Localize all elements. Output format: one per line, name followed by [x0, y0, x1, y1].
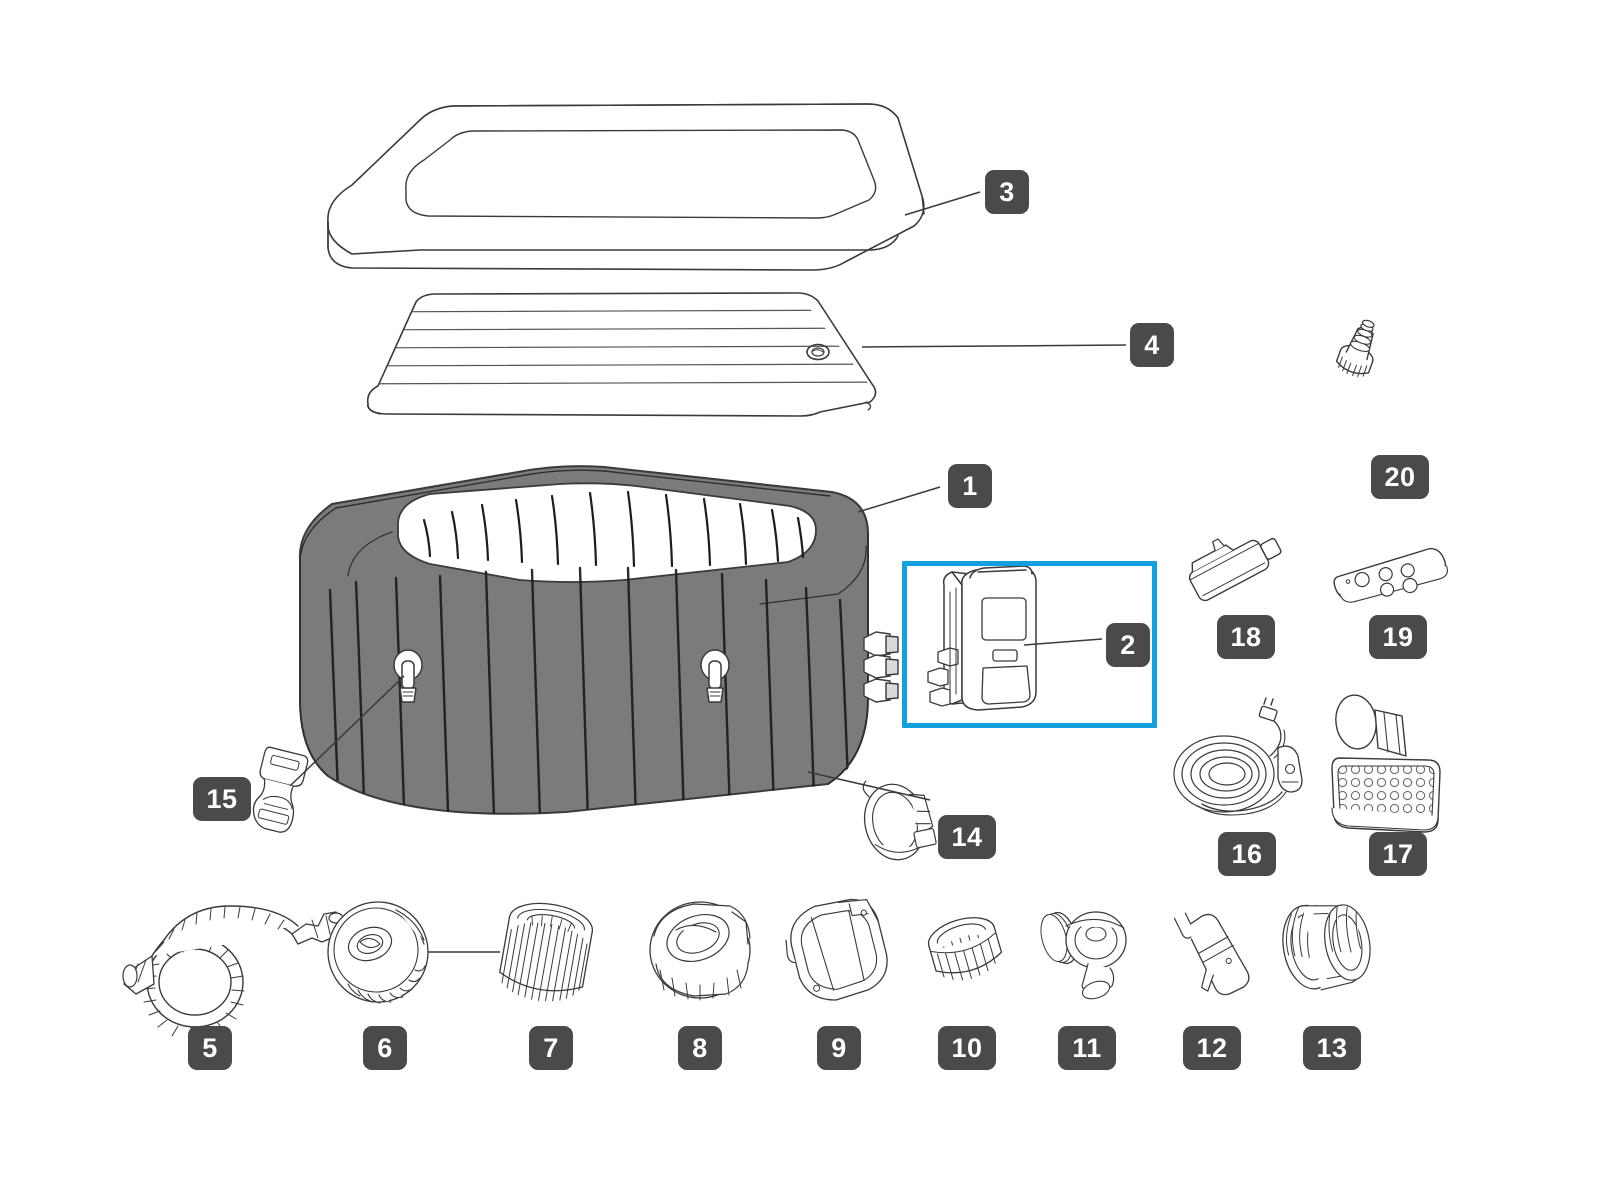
part-number-badge-10[interactable]: 10 [938, 1026, 996, 1070]
part-number-badge-6[interactable]: 6 [363, 1026, 407, 1070]
part-number-badge-2[interactable]: 2 [1106, 623, 1150, 667]
part-10-threaded-lock-nut [927, 917, 1003, 981]
part-number-badge-13[interactable]: 13 [1303, 1026, 1361, 1070]
part-number-badge-9[interactable]: 9 [817, 1026, 861, 1070]
part-2-pump-unit [927, 565, 1037, 711]
part-11-outlet-valve-elbow [1040, 911, 1127, 1000]
part-number-badge-17[interactable]: 17 [1369, 832, 1427, 876]
part-18-rcd-plug [1188, 537, 1282, 602]
part-number-badge-1[interactable]: 1 [948, 464, 992, 508]
leader-lines [289, 191, 1127, 953]
part-number-badge-11[interactable]: 11 [1058, 1026, 1116, 1070]
leader-line-14 [807, 771, 931, 801]
highlight-box-part-2[interactable] [902, 561, 1157, 728]
part-number-badge-19[interactable]: 19 [1369, 615, 1427, 659]
part-number-badge-20[interactable]: 20 [1371, 455, 1429, 499]
tub-valve-front-left [393, 649, 423, 703]
leader-line-3 [904, 191, 981, 216]
part-number-badge-15[interactable]: 15 [193, 777, 251, 821]
part-4-inflatable-cover [366, 292, 877, 417]
part-12-valve-wrench-tool [1173, 912, 1250, 996]
leader-line-2 [1023, 638, 1103, 646]
part-17-headrest-pillow [1331, 694, 1441, 833]
part-13-air-jet-connector [1282, 904, 1371, 991]
cover-valve-icon [806, 343, 830, 361]
part-7-filter-cartridge [499, 902, 594, 1002]
part-number-badge-5[interactable]: 5 [188, 1026, 232, 1070]
part-20-threaded-valve-adapter [1335, 319, 1375, 377]
part-number-badge-12[interactable]: 12 [1183, 1026, 1241, 1070]
part-15-side-release-buckle [252, 746, 309, 833]
part-16-power-cord [1173, 697, 1303, 816]
part-number-badge-3[interactable]: 3 [985, 170, 1029, 214]
part-14-hose-clamp-ring [862, 780, 937, 861]
part-1-tub-body [298, 465, 899, 815]
part-number-badge-7[interactable]: 7 [529, 1026, 573, 1070]
part-number-badge-18[interactable]: 18 [1217, 615, 1275, 659]
part-number-badge-4[interactable]: 4 [1130, 323, 1174, 367]
part-8-filter-base-housing [649, 901, 751, 1001]
leader-line-1 [857, 486, 941, 513]
part-5-inflation-hose [122, 905, 344, 1040]
part-number-badge-14[interactable]: 14 [938, 815, 996, 859]
leader-line-15 [289, 675, 405, 787]
part-number-badge-8[interactable]: 8 [678, 1026, 722, 1070]
part-19-remote-control [1333, 547, 1448, 603]
part-3-outer-cover-lid [327, 103, 925, 271]
part-9-pump-inlet-bracket [785, 898, 888, 1001]
part-number-badge-16[interactable]: 16 [1218, 832, 1276, 876]
leader-line-4 [861, 344, 1127, 348]
tub-side-ports [863, 631, 899, 703]
tub-valve-front-right [700, 649, 730, 703]
part-6-filter-housing-cap [327, 901, 429, 1004]
